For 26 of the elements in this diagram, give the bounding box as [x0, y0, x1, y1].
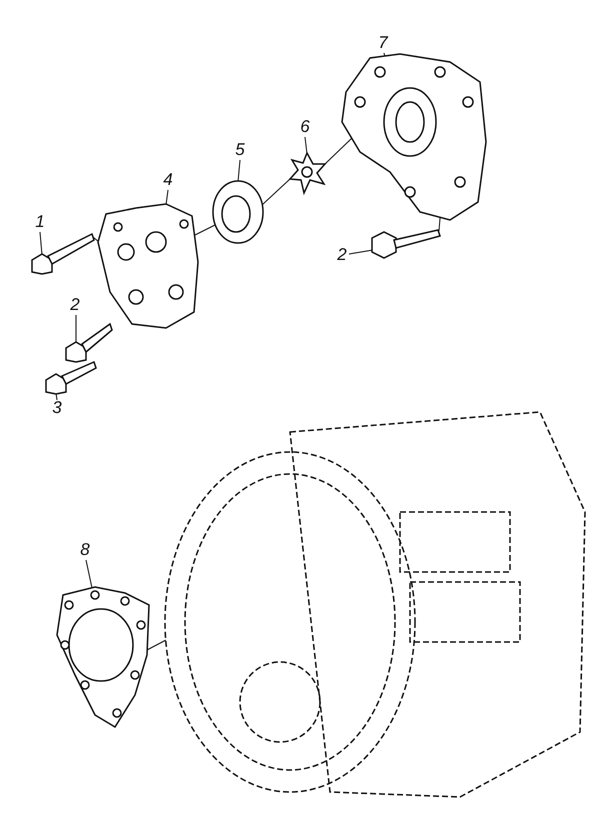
leader-line [348, 250, 374, 254]
leader-line [238, 160, 240, 182]
axis-line [438, 218, 440, 232]
callout-number: 6 [298, 117, 312, 137]
callout-number: 4 [161, 170, 175, 190]
bolt-drawing [32, 232, 94, 274]
leader-line [40, 232, 42, 256]
axis-line [194, 224, 216, 236]
callout-number: 8 [78, 540, 92, 560]
axis-line [262, 178, 290, 206]
callout-number: 7 [376, 33, 390, 53]
leader-line [304, 136, 308, 154]
callout-number: 1 [33, 212, 47, 232]
pump-cover-drawing [96, 202, 200, 330]
bolt-drawing [66, 322, 112, 362]
callout-number: 2 [68, 295, 82, 315]
bolt-drawing [46, 360, 96, 394]
callout-number: 3 [50, 398, 64, 418]
gasket-drawing [55, 585, 152, 731]
axis-line [146, 640, 166, 650]
inner-rotor-drawing [288, 152, 326, 194]
callout-number: 5 [233, 140, 247, 160]
callout-number: 2 [335, 245, 349, 265]
leader-line [86, 560, 92, 588]
leader-line [166, 190, 168, 206]
axis-line [324, 138, 352, 164]
